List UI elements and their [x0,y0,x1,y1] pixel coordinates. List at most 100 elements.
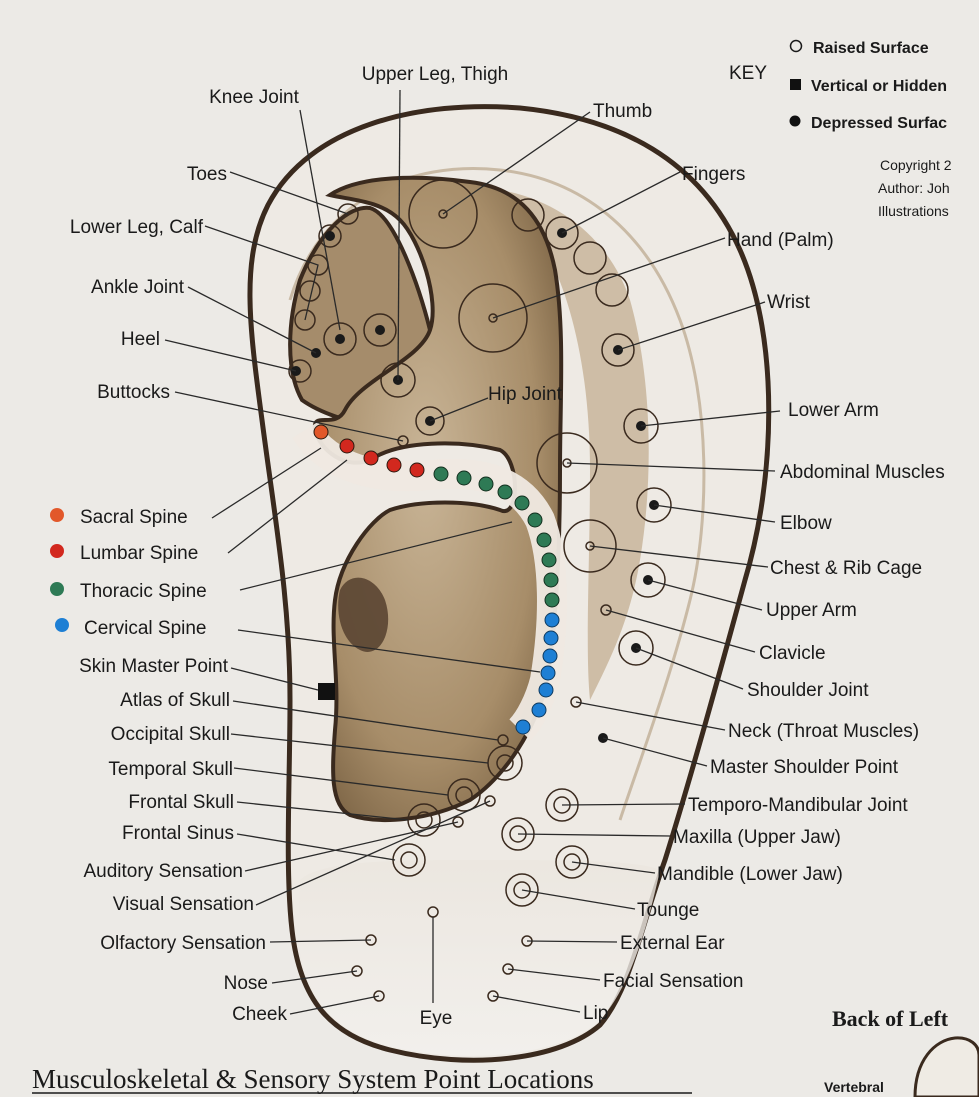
label-elbow: Elbow [780,513,832,534]
label-wrist: Wrist [767,292,811,313]
back-of-left-title: Back of Left [832,1006,949,1031]
label-occipital-skull: Occipital Skull [111,724,230,745]
concha [312,175,564,822]
thoracic-point [497,484,513,500]
copyright-line-1: Copyright 2 [880,157,952,173]
depressed-surface-icon [789,115,801,127]
footer-title: Musculoskeletal & Sensory System Point L… [32,1064,594,1094]
ear-canal [338,577,389,652]
label-knee-joint: Knee Joint [209,87,300,108]
label-shoulder-joint: Shoulder Joint [747,680,869,701]
spine-legend: Sacral Spine Lumbar Spine Thoracic Spine… [50,507,207,639]
label-clavicle: Clavicle [759,643,826,664]
vertical-hidden-icon [790,79,801,90]
label-tounge: Tounge [637,900,699,921]
legend-thoracic-swatch [50,582,64,596]
legend-lumbar-label: Lumbar Spine [80,543,198,564]
label-thumb: Thumb [593,101,652,122]
scapha [500,190,649,700]
thoracic-point [514,495,530,511]
label-olfactory-sensation: Olfactory Sensation [100,933,266,954]
key-depressed-label: Depressed Surfac [811,115,947,132]
label-auditory-sensation: Auditory Sensation [84,861,244,882]
antihelix [292,421,567,741]
label-nose: Nose [224,973,268,994]
cervical-point [538,682,554,698]
legend-sacral-swatch [50,508,64,522]
skin-master-point-marker [318,683,335,700]
cervical-point [542,648,558,664]
label-lip: Lip [583,1003,608,1024]
label-abdominal-muscles: Abdominal Muscles [780,462,945,483]
key-legend: KEY Raised Surface Vertical or Hidden De… [729,39,947,132]
labels-left: Toes Lower Leg, Calf Ankle Joint Heel Bu… [70,164,288,1025]
label-temporal-skull: Temporal Skull [108,759,233,780]
lumbar-point [386,457,402,473]
ear-points [288,179,672,1002]
label-upper-arm: Upper Arm [766,600,857,621]
cervical-point [540,665,556,681]
legend-lumbar-swatch [50,544,64,558]
lumbar-point [363,450,379,466]
thoracic-point [541,552,557,568]
small-ear-thumbnail [913,1036,979,1097]
key-title: KEY [729,63,767,84]
cervical-point [544,612,560,628]
leader-lines [164,89,781,1015]
copyright-line-3: Illustrations [878,203,949,219]
label-fingers: Fingers [682,164,745,185]
label-buttocks: Buttocks [97,382,170,403]
label-toes: Toes [187,164,227,185]
cervical-point [515,719,531,735]
label-upper-leg: Upper Leg, Thigh [362,64,508,85]
cervical-point [531,702,547,718]
label-lower-leg: Lower Leg, Calf [70,217,204,238]
thoracic-point [543,572,559,588]
legend-cervical-label: Cervical Spine [84,618,207,639]
label-visual-sensation: Visual Sensation [113,894,254,915]
legend-thoracic-label: Thoracic Spine [80,581,207,602]
thoracic-point [536,532,552,548]
cervical-point [543,630,559,646]
key-raised-label: Raised Surface [813,40,929,57]
label-frontal-skull: Frontal Skull [128,792,234,813]
label-chest-rib-cage: Chest & Rib Cage [770,558,922,579]
copyright-line-2: Author: Joh [878,180,950,196]
thoracic-point [478,476,494,492]
ear-lobe [298,860,660,1056]
thoracic-point [544,592,560,608]
lumbar-point [409,462,425,478]
spine-points [313,424,560,735]
label-maxilla: Maxilla (Upper Jaw) [673,827,841,848]
thoracic-point [456,470,472,486]
label-external-ear: External Ear [620,933,725,954]
label-master-shoulder-point: Master Shoulder Point [710,757,899,778]
labels-right: Fingers Hand (Palm) Wrist Lower Arm Abdo… [583,164,945,1024]
label-lower-arm: Lower Arm [788,400,879,421]
label-frontal-sinus: Frontal Sinus [122,823,234,844]
key-vertical-label: Vertical or Hidden [811,78,947,95]
raised-surface-icon [789,39,803,53]
sacral-point [313,424,329,440]
label-tmj: Temporo-Mandibular Joint [688,795,908,816]
label-mandible: Mandible (Lower Jaw) [657,864,843,885]
copyright-block: Copyright 2 Author: Joh Illustrations [878,157,952,219]
thoracic-point [433,466,449,482]
lumbar-point [339,438,355,454]
label-hip-joint: Hip Joint [488,384,563,405]
label-atlas-of-skull: Atlas of Skull [120,690,230,711]
label-hand-palm: Hand (Palm) [727,230,834,251]
legend-sacral-label: Sacral Spine [80,507,188,528]
vertebral-label: Vertebral [824,1079,884,1095]
label-skin-master-point: Skin Master Point [79,656,229,677]
legend-cervical-swatch [55,618,69,632]
label-neck: Neck (Throat Muscles) [728,721,919,742]
label-facial-sensation: Facial Sensation [603,971,743,992]
thoracic-point [527,512,543,528]
label-cheek: Cheek [232,1004,287,1025]
label-ankle-joint: Ankle Joint [91,277,185,298]
label-eye: Eye [420,1008,453,1029]
label-heel: Heel [121,329,160,350]
